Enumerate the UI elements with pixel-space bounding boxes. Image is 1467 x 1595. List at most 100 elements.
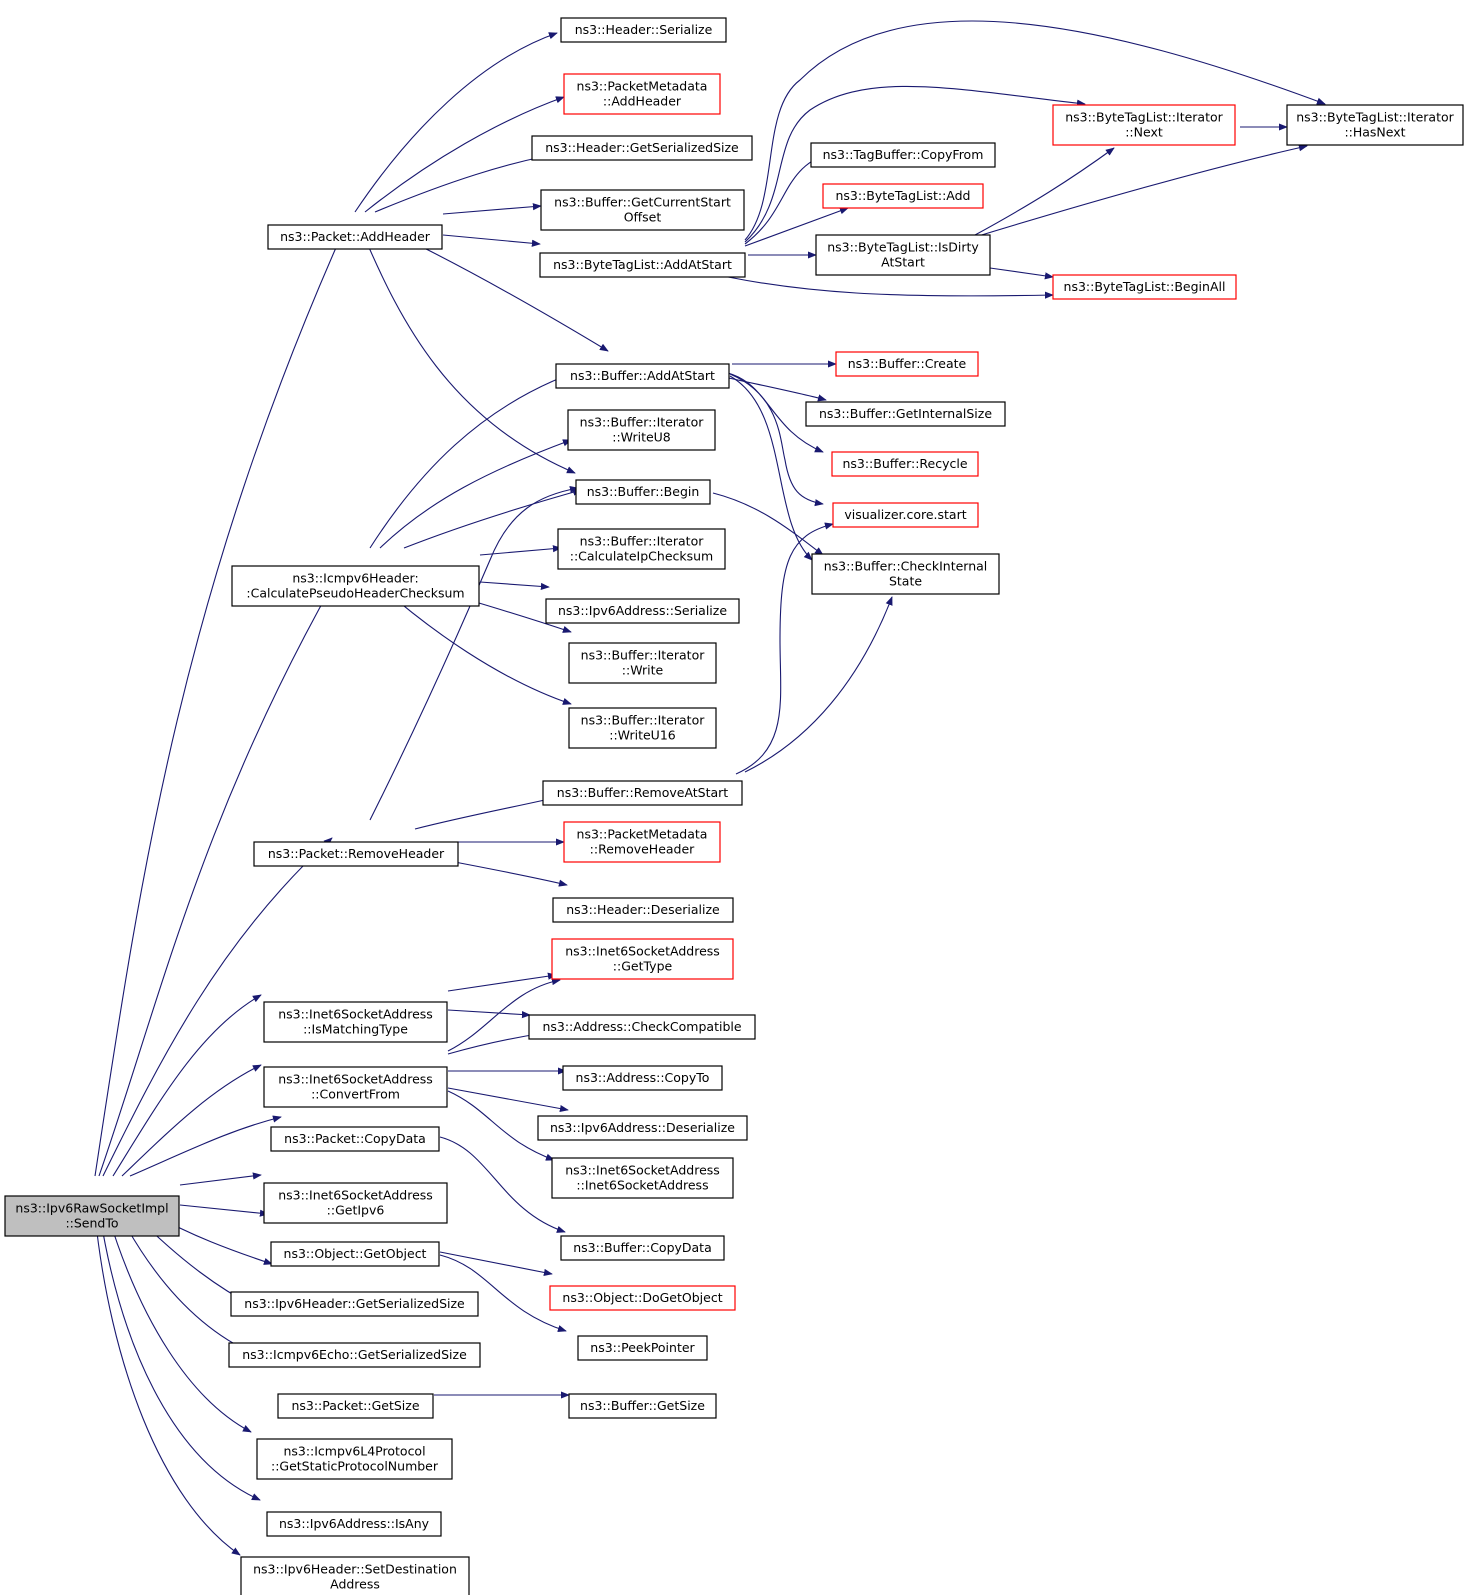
node-addr-copyto[interactable]: ns3::Address::CopyTo	[562, 1065, 723, 1091]
edge-root-to-convertfrom	[121, 1064, 262, 1177]
edge-convertfrom-to-ipv6address-deserialize	[447, 1087, 569, 1113]
node-obj-getobject[interactable]: ns3::Object::GetObject	[270, 1241, 440, 1267]
node-ipv6h-gss[interactable]: ns3::Ipv6Header::GetSerializedSize	[230, 1291, 479, 1317]
node-buf-begin[interactable]: ns3::Buffer::Begin	[575, 479, 711, 505]
edge-root-to-setdestinationaddress	[94, 1214, 241, 1556]
node-hdr-serialize[interactable]: ns3::Header::Serialize	[560, 17, 727, 43]
edge-ismatching-to-gettype	[447, 972, 557, 992]
node-pkt-getsize[interactable]: ns3::Packet::GetSize	[277, 1393, 434, 1419]
node-label: ns3::Ipv6Address::IsAny	[279, 1516, 430, 1531]
node-icmp-cphc[interactable]: ns3::Icmpv6Header::CalculatePseudoHeader…	[231, 565, 480, 607]
node-layer: ns3::Ipv6RawSocketImpl::SendTons3::Packe…	[4, 17, 1464, 1595]
node-buf-recycle[interactable]: ns3::Buffer::Recycle	[831, 451, 979, 477]
node-label: ns3::Address::CheckCompatible	[542, 1019, 741, 1034]
node-buf-getsize[interactable]: ns3::Buffer::GetSize	[568, 1393, 717, 1419]
node-box	[549, 1285, 736, 1311]
node-label: ns3::Packet::RemoveHeader	[268, 846, 445, 861]
edge-packet-copydata-to-buffer-copydata	[439, 1136, 566, 1233]
node-label: ns3::Buffer::GetSize	[580, 1398, 705, 1413]
node-pm-addheader[interactable]: ns3::PacketMetadata::AddHeader	[563, 73, 721, 115]
node-buf-copydata[interactable]: ns3::Buffer::CopyData	[560, 1235, 725, 1261]
node-btl-addatstart[interactable]: ns3::ByteTagList::AddAtStart	[539, 252, 746, 278]
node-btli-hasnext[interactable]: ns3::ByteTagList::Iterator::HasNext	[1286, 104, 1464, 146]
node-btli-next[interactable]: ns3::ByteTagList::Iterator::Next	[1052, 104, 1236, 146]
node-tagbuf-copyfrom[interactable]: ns3::TagBuffer::CopyFrom	[810, 142, 996, 168]
node-label: ::AddHeader	[603, 94, 682, 109]
node-ipv6addr-serialize[interactable]: ns3::Ipv6Address::Serialize	[545, 598, 740, 624]
node-label: Address	[330, 1577, 380, 1592]
node-i6sa-ismatching[interactable]: ns3::Inet6SocketAddress::IsMatchingType	[263, 1001, 448, 1043]
node-pkt-copydata[interactable]: ns3::Packet::CopyData	[270, 1126, 440, 1152]
node-box	[263, 1066, 448, 1108]
node-i6sa-gettype[interactable]: ns3::Inet6SocketAddress::GetType	[551, 938, 734, 980]
node-label: ns3::Object::GetObject	[284, 1246, 427, 1261]
node-root: ns3::Ipv6RawSocketImpl::SendTo	[4, 1195, 180, 1237]
node-box	[539, 252, 746, 278]
edge-convertfrom-to-gettype	[447, 978, 561, 1052]
edge-removeatstart-to-checkinternalstate	[744, 596, 893, 773]
node-box	[256, 1438, 453, 1480]
node-label: ns3::Ipv6Address::Deserialize	[550, 1120, 735, 1135]
node-label: ns3::PeekPointer	[590, 1340, 695, 1355]
node-buf-create[interactable]: ns3::Buffer::Create	[835, 351, 979, 377]
node-hdr-deserialize[interactable]: ns3::Header::Deserialize	[552, 897, 734, 923]
node-ipv6addr-deserialize[interactable]: ns3::Ipv6Address::Deserialize	[537, 1115, 748, 1141]
node-btl-add[interactable]: ns3::ByteTagList::Add	[822, 183, 984, 209]
node-label: ns3::Buffer::RemoveAtStart	[557, 785, 729, 800]
node-label: ::SendTo	[65, 1216, 118, 1231]
node-vis-start[interactable]: visualizer.core.start	[832, 502, 979, 528]
edge-ismatching-to-checkcompatible	[447, 1009, 531, 1019]
node-box	[811, 553, 1000, 595]
node-buf-addatstart[interactable]: ns3::Buffer::AddAtStart	[555, 363, 730, 389]
node-label: ns3::Object::DoGetObject	[562, 1290, 722, 1305]
node-label: ns3::Ipv6Header::GetSerializedSize	[244, 1296, 465, 1311]
node-i6sa-convertfrom[interactable]: ns3::Inet6SocketAddress::ConvertFrom	[263, 1066, 448, 1108]
node-box	[231, 565, 480, 607]
node-box	[266, 1511, 442, 1537]
node-box	[253, 841, 459, 867]
edge-buffer-addatstart-to-checkinternalstate	[729, 375, 813, 561]
node-obj-dogetobject[interactable]: ns3::Object::DoGetObject	[549, 1285, 736, 1311]
node-box	[4, 1195, 180, 1237]
node-icmpl4-gspn[interactable]: ns3::Icmpv6L4Protocol::GetStaticProtocol…	[256, 1438, 453, 1480]
node-i6sa-getipv6[interactable]: ns3::Inet6SocketAddress::GetIpv6	[263, 1182, 448, 1224]
node-bi-writeu16[interactable]: ns3::Buffer::Iterator::WriteU16	[568, 707, 717, 749]
node-pm-removeheader[interactable]: ns3::PacketMetadata::RemoveHeader	[563, 821, 721, 863]
node-bi-write[interactable]: ns3::Buffer::Iterator::Write	[568, 642, 717, 684]
node-label: State	[889, 574, 922, 589]
node-bi-writeu8[interactable]: ns3::Buffer::Iterator::WriteU8	[567, 409, 716, 451]
node-ipv6addr-isany[interactable]: ns3::Ipv6Address::IsAny	[266, 1511, 442, 1537]
node-bi-calcip[interactable]: ns3::Buffer::Iterator::CalculateIpChecks…	[557, 528, 726, 570]
node-addr-checkcompat[interactable]: ns3::Address::CheckCompatible	[528, 1014, 756, 1040]
node-peekpointer[interactable]: ns3::PeekPointer	[577, 1335, 708, 1361]
node-label: ns3::Buffer::Iterator	[581, 713, 706, 728]
node-box	[575, 479, 711, 505]
node-icmpecho-gss[interactable]: ns3::Icmpv6Echo::GetSerializedSize	[228, 1342, 481, 1368]
node-buf-removeatstart[interactable]: ns3::Buffer::RemoveAtStart	[542, 780, 743, 806]
node-hdr-gss[interactable]: ns3::Header::GetSerializedSize	[531, 135, 753, 161]
edge-root-to-packet-copydata	[129, 1115, 282, 1177]
node-i6sa-ctor[interactable]: ns3::Inet6SocketAddress::Inet6SocketAddr…	[551, 1157, 734, 1199]
node-label: ns3::Buffer::GetCurrentStart	[554, 195, 731, 210]
node-label: ns3::Ipv6Address::Serialize	[558, 603, 727, 618]
node-label: ns3::Ipv6Header::SetDestination	[253, 1562, 457, 1577]
node-label: ns3::Buffer::Iterator	[580, 415, 705, 430]
node-box	[531, 135, 753, 161]
edge-root-to-ismatchingtype	[112, 994, 262, 1177]
node-label: ns3::Buffer::CheckInternal	[824, 559, 988, 574]
node-box	[557, 528, 726, 570]
node-label: ns3::Buffer::Iterator	[581, 648, 706, 663]
node-label: ns3::ByteTagList::Iterator	[1065, 110, 1223, 125]
node-pkt-addheader[interactable]: ns3::Packet::AddHeader	[267, 224, 443, 250]
node-buf-getinternalsize[interactable]: ns3::Buffer::GetInternalSize	[805, 401, 1006, 427]
edge-addatstart-to-beginall	[695, 269, 1054, 299]
node-pkt-removeheader[interactable]: ns3::Packet::RemoveHeader	[253, 841, 459, 867]
edge-root-to-getipv6	[179, 1172, 262, 1186]
node-btl-beginall[interactable]: ns3::ByteTagList::BeginAll	[1052, 274, 1237, 300]
node-label: AtStart	[881, 255, 925, 270]
edge-root-to-packet-getsize	[119, 1214, 273, 1362]
